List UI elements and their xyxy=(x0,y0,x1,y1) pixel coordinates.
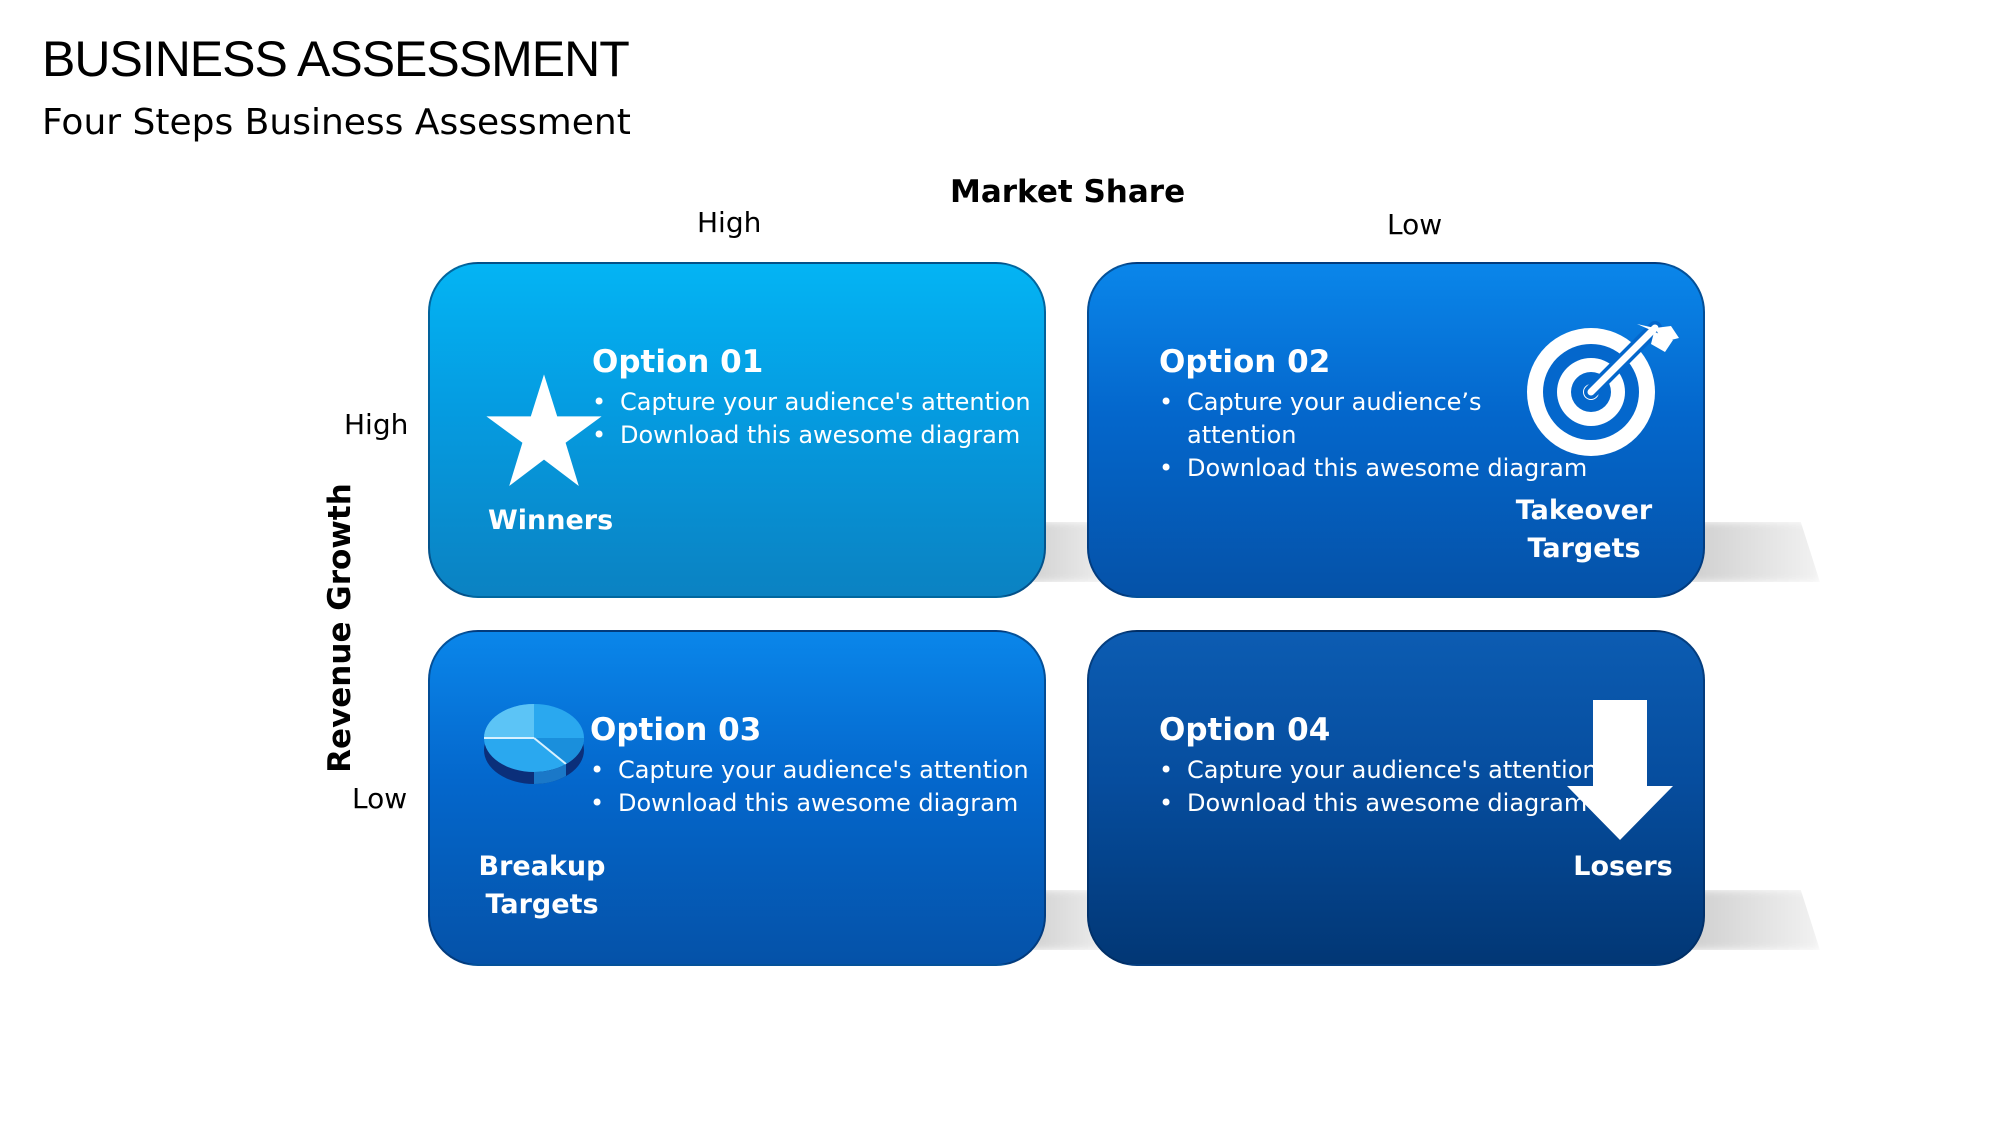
page-subtitle: Four Steps Business Assessment xyxy=(42,102,631,143)
bullet-list: Capture your audience's attention Downlo… xyxy=(590,754,1029,820)
bullet-list: Capture your audience’s attention Downlo… xyxy=(1159,386,1587,485)
quadrant-label: Winners xyxy=(488,505,614,536)
quadrant-label: Breakup Targets xyxy=(472,848,612,924)
quadrant-label: Takeover Targets xyxy=(1509,492,1659,568)
quadrant-label-line: Targets xyxy=(1527,533,1641,564)
bullet-item: Capture your audience's attention xyxy=(590,754,1029,787)
quadrant-takeover-targets: Option 02 Capture your audience’s attent… xyxy=(1087,262,1705,598)
bullet-list: Capture your audience's attention Downlo… xyxy=(1159,754,1598,820)
option-title: Option 02 xyxy=(1159,344,1331,380)
bullet-item: Capture your audience's attention xyxy=(592,386,1031,419)
bullet-item: Download this awesome diagram xyxy=(590,787,1029,820)
option-title: Option 03 xyxy=(590,712,762,748)
quadrant-losers: Option 04 Capture your audience's attent… xyxy=(1087,630,1705,966)
y-axis-high-label: High xyxy=(344,408,409,441)
quadrant-label-line: Targets xyxy=(485,889,599,920)
x-axis-high-label: High xyxy=(697,206,762,239)
quadrant-label: Losers xyxy=(1573,851,1673,882)
x-axis-low-label: Low xyxy=(1387,208,1443,241)
pie-chart-icon xyxy=(484,704,584,784)
star-icon xyxy=(486,374,602,486)
page-title: BUSINESS ASSESSMENT xyxy=(42,31,630,87)
option-title: Option 04 xyxy=(1159,712,1331,748)
bullet-item: Download this awesome diagram xyxy=(592,419,1031,452)
bullet-item: Download this awesome diagram xyxy=(1159,452,1587,485)
down-arrow-icon xyxy=(1567,700,1673,840)
quadrant-breakup-targets: Option 03 Capture your audience's attent… xyxy=(428,630,1046,966)
y-axis-title: Revenue Growth xyxy=(322,483,358,773)
quadrant-label-line: Breakup xyxy=(478,851,606,882)
y-axis-low-label: Low xyxy=(352,782,408,815)
bullet-item: Capture your audience's attention xyxy=(1159,754,1598,787)
x-axis-title: Market Share xyxy=(950,174,1186,210)
bullet-item: Capture your audience’s attention xyxy=(1159,386,1499,452)
quadrant-label-line: Takeover xyxy=(1515,495,1653,526)
target-icon xyxy=(1527,312,1679,456)
bullet-list: Capture your audience's attention Downlo… xyxy=(592,386,1031,452)
option-title: Option 01 xyxy=(592,344,764,380)
quadrant-winners: Option 01 Capture your audience's attent… xyxy=(428,262,1046,598)
bullet-item: Download this awesome diagram xyxy=(1159,787,1598,820)
